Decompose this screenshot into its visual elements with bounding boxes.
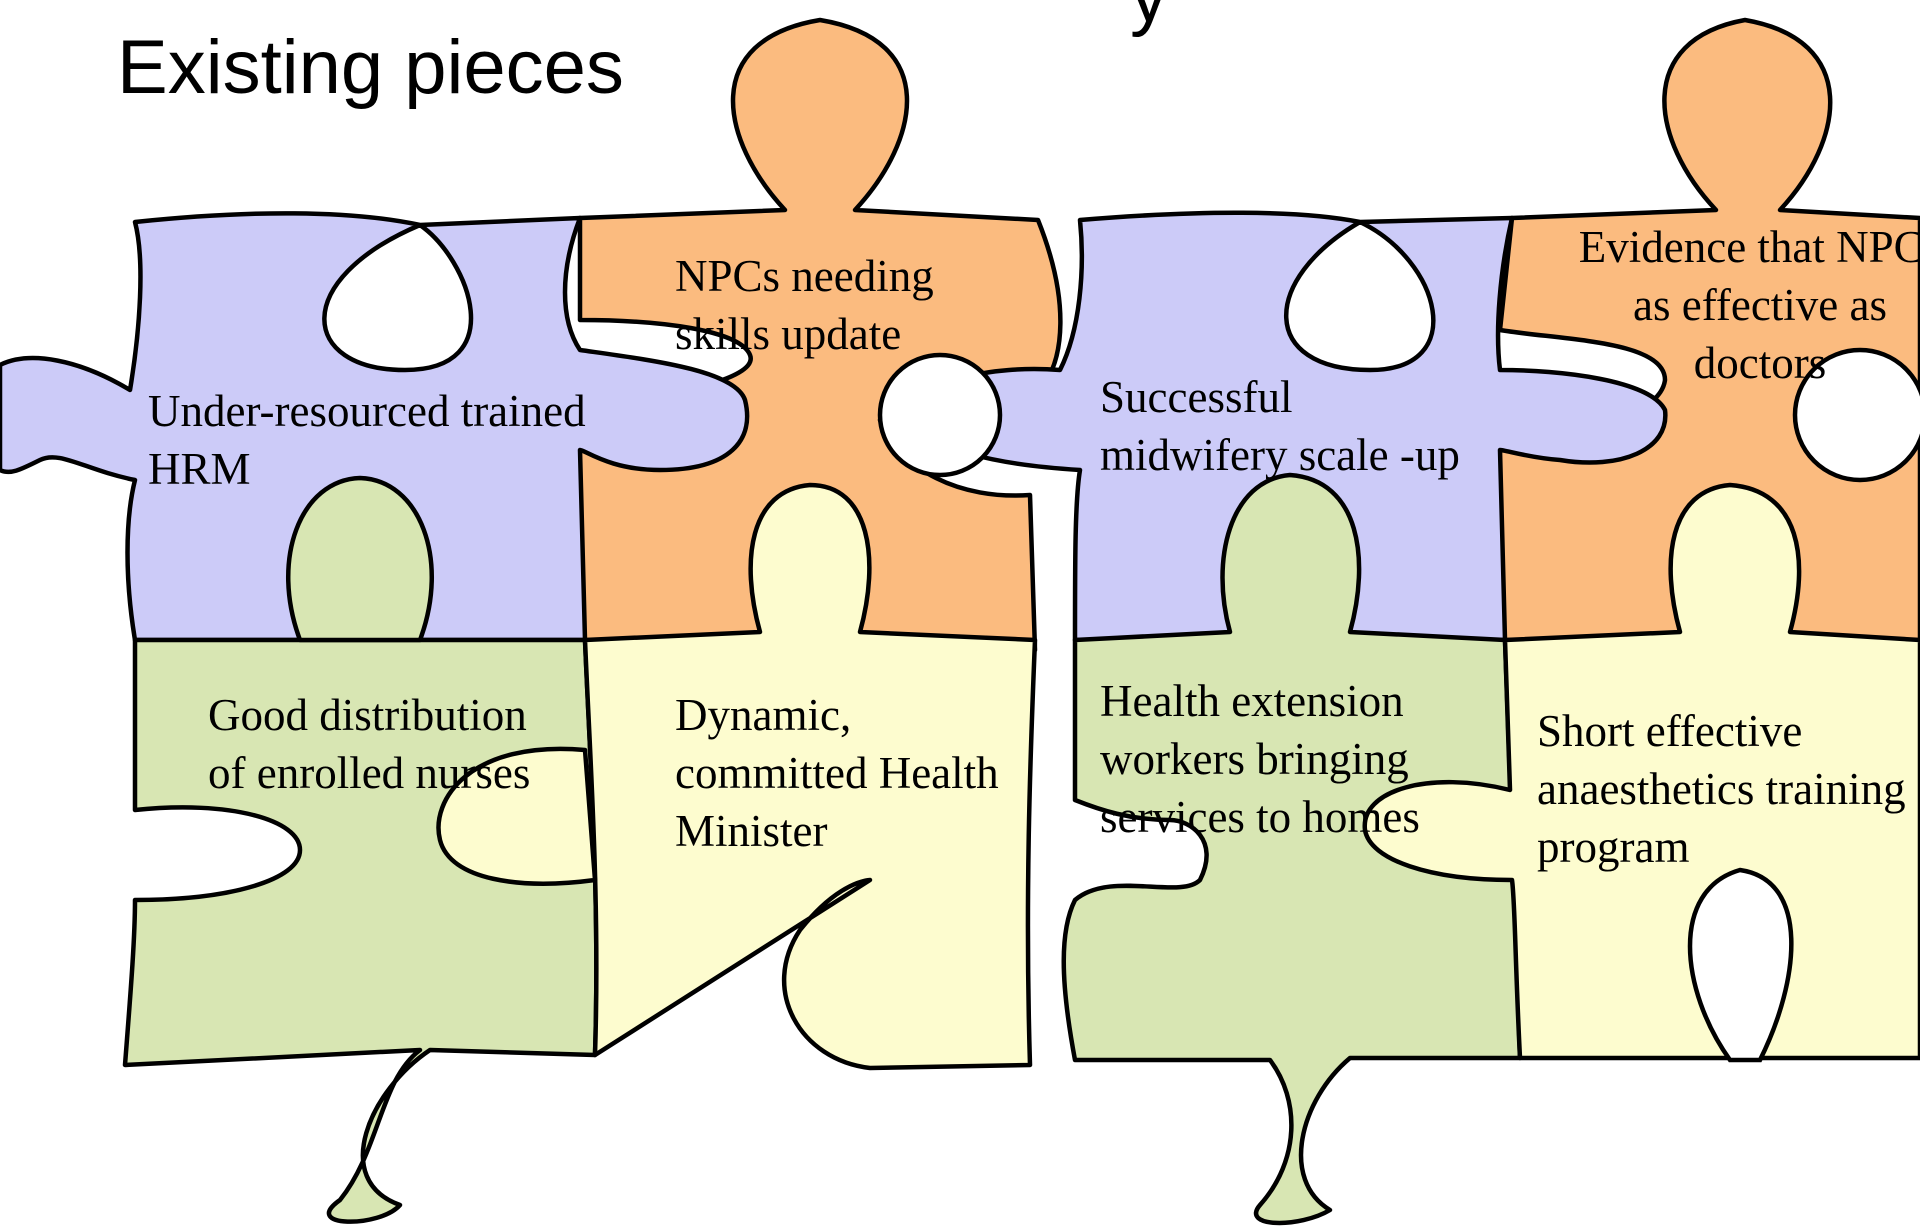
label-line: Minister xyxy=(675,806,828,856)
label-line: Health extension xyxy=(1100,676,1404,726)
puzzle-gap-left xyxy=(877,352,1003,478)
slide-title-fragment: y xyxy=(1130,0,1168,34)
slide-title: Existing pieces xyxy=(117,25,624,110)
puzzle-piece-good-distribution-knob xyxy=(286,475,434,643)
piece-label-good-distribution: Good distribution of enrolled nurses xyxy=(208,686,530,802)
label-line: skills update xyxy=(675,309,902,359)
label-line: Good distribution xyxy=(208,690,527,740)
label-line: HRM xyxy=(148,444,251,494)
label-line: committed Health xyxy=(675,748,999,798)
label-line: as effective as xyxy=(1632,280,1888,330)
piece-label-midwifery: Successful midwifery scale -up xyxy=(1100,368,1460,484)
label-line: Evidence that NPCs xyxy=(1578,222,1920,272)
label-line: workers bringing xyxy=(1100,734,1409,784)
puzzle-gap-bottom xyxy=(1687,867,1794,1063)
label-line: services to homes xyxy=(1100,792,1420,842)
puzzle-gap-right xyxy=(1792,347,1920,483)
puzzle-piece-health-minister xyxy=(582,482,1038,1071)
label-line: Short effective xyxy=(1537,706,1803,756)
label-line: Successful xyxy=(1100,372,1293,422)
label-line: anaesthetics training xyxy=(1537,764,1906,814)
label-line: of enrolled nurses xyxy=(208,748,531,798)
piece-label-evidence: Evidence that NPCs as effective as docto… xyxy=(1550,218,1920,392)
label-line: Under-resourced trained xyxy=(148,386,586,436)
piece-label-health-minister: Dynamic, committed Health Minister xyxy=(675,686,999,860)
puzzle-piece-health-minister-tab xyxy=(436,746,598,886)
piece-label-under-resourced: Under-resourced trained HRM xyxy=(148,382,586,498)
puzzle-piece-health-extension xyxy=(1061,472,1523,1226)
label-line: doctors xyxy=(1693,338,1827,388)
piece-label-anaesthetics: Short effective anaesthetics training pr… xyxy=(1537,702,1906,876)
label-line: NPCs needing xyxy=(675,251,934,301)
label-line: Dynamic, xyxy=(675,690,852,740)
piece-label-npcs-needing: NPCs needing skills update xyxy=(675,247,934,363)
piece-label-health-extension: Health extension workers bringing servic… xyxy=(1100,672,1420,846)
label-line: midwifery scale -up xyxy=(1100,430,1460,480)
puzzle-piece-under-resourced xyxy=(0,211,750,643)
label-line: program xyxy=(1537,822,1690,872)
